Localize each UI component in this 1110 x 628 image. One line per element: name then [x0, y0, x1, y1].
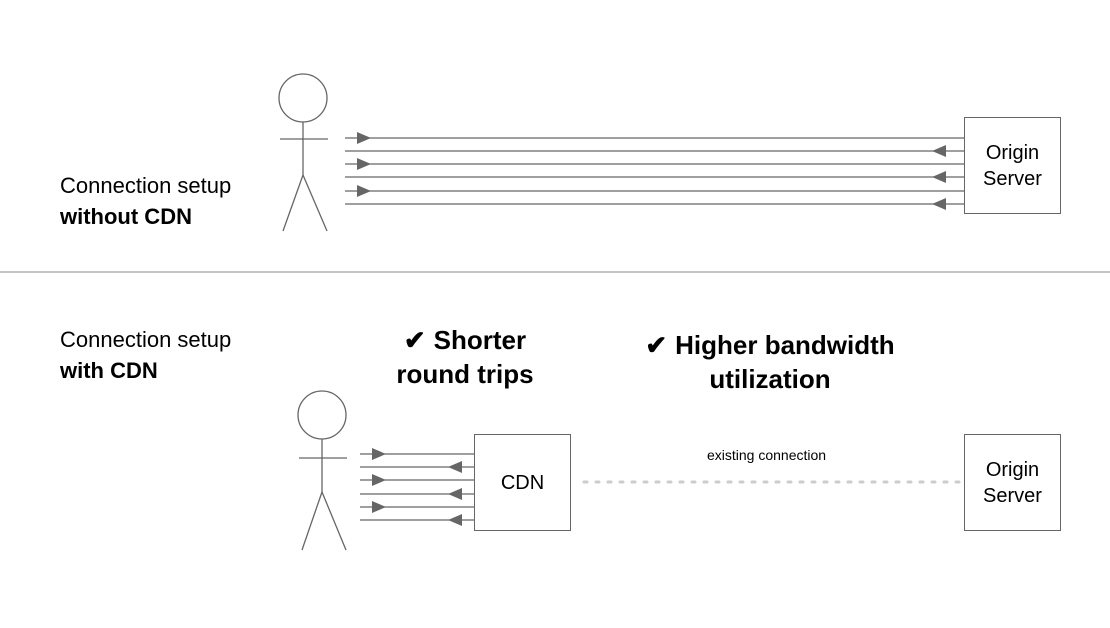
arrow-left-icon [932, 198, 946, 210]
cdn-box: CDN [474, 434, 571, 531]
origin-server-line1: Origin [985, 458, 1040, 481]
bottom-label-line2: with CDN [60, 358, 158, 383]
bottom-label-line1: Connection setup [60, 327, 232, 352]
origin-server-box-top: Origin Server [964, 117, 1061, 214]
arrow-right-icon [372, 501, 386, 513]
origin-server-line2: Server [983, 167, 1042, 190]
top-section-label: Connection setup without CDN [60, 170, 231, 232]
checkmark-icon: ✔ [403, 325, 426, 355]
top-connection-lines [345, 137, 964, 205]
bottom-arrowheads [372, 448, 462, 526]
cdn-label: CDN [500, 471, 545, 494]
origin-server-line2: Server [983, 484, 1042, 507]
arrow-right-icon [357, 185, 371, 197]
benefit-line1: Shorter [433, 325, 527, 355]
arrow-left-icon [932, 145, 946, 157]
top-label-line2: without CDN [60, 204, 192, 229]
benefit-higher-bandwidth: ✔Higher bandwidth utilization [620, 328, 920, 396]
arrow-right-icon [372, 474, 386, 486]
arrow-right-icon [357, 158, 371, 170]
benefit-line2: utilization [709, 364, 831, 394]
benefit-line2: round trips [396, 359, 534, 389]
checkmark-icon: ✔ [645, 330, 668, 360]
top-arrowheads [357, 132, 946, 210]
bottom-section-label: Connection setup with CDN [60, 324, 231, 386]
arrow-left-icon [448, 488, 462, 500]
user-figure-bottom [297, 390, 347, 551]
benefit-shorter-round-trips: ✔Shorter round trips [370, 323, 560, 391]
top-label-line1: Connection setup [60, 173, 232, 198]
arrow-right-icon [357, 132, 371, 144]
benefit-line1: Higher bandwidth [675, 330, 895, 360]
arrow-left-icon [448, 514, 462, 526]
existing-connection-label: existing connection [707, 447, 827, 463]
arrow-left-icon [448, 461, 462, 473]
origin-server-box-bottom: Origin Server [964, 434, 1061, 531]
origin-server-line1: Origin [985, 141, 1040, 164]
user-figure-top [278, 73, 328, 232]
arrow-right-icon [372, 448, 386, 460]
arrow-left-icon [932, 171, 946, 183]
